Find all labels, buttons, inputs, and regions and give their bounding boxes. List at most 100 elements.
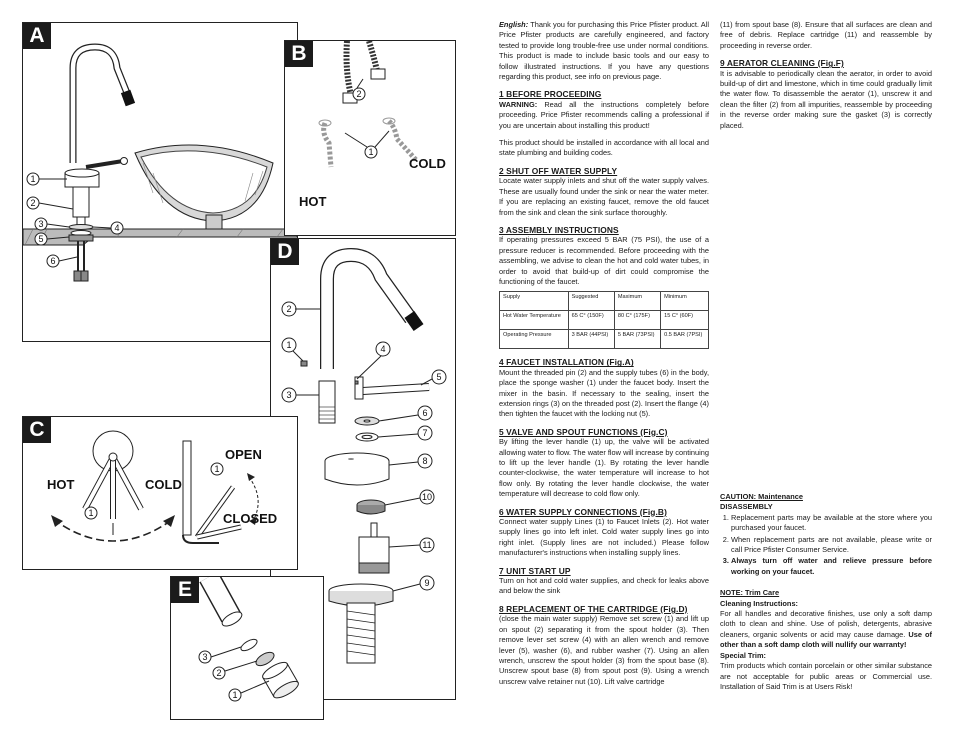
callout-d-4: 4	[380, 344, 385, 354]
intro-label: English:	[499, 20, 529, 29]
table-header: Minimum	[660, 291, 709, 312]
list-item: When replacement parts are not available…	[731, 535, 932, 556]
caution-title: CAUTION: Maintenance	[720, 492, 803, 501]
faucet-installation-drawing: 1 2 3 4 5 6	[23, 43, 297, 282]
section-7-title: 7 UNIT START UP	[499, 565, 571, 576]
callout-b-1: 1	[368, 147, 373, 157]
caution-list: Replacement parts may be available at th…	[720, 513, 932, 577]
callout-a-3: 3	[38, 219, 43, 229]
codes-paragraph: This product should be installed in acco…	[499, 138, 709, 158]
callout-a-6: 6	[50, 256, 55, 266]
section-8-text: (close the main water supply) Remove set…	[499, 614, 709, 686]
callout-a-5: 5	[38, 234, 43, 244]
section-4-title: 4 FAUCET INSTALLATION (Fig.A)	[499, 357, 634, 368]
hot-label-b: HOT	[299, 194, 327, 209]
section-6-text: Connect water supply Lines (1) to Faucet…	[499, 517, 709, 558]
callout-c-1a: 1	[88, 508, 93, 518]
section-2-title: 2 SHUT OFF WATER SUPPLY	[499, 165, 618, 176]
section-1-title: 1 BEFORE PROCEEDING	[499, 89, 602, 100]
callout-a-1: 1	[30, 174, 35, 184]
note-paragraph: For all handles and decorative finishes,…	[720, 609, 932, 651]
note-text: For all handles and decorative finishes,…	[720, 609, 932, 639]
callout-b-2: 2	[356, 89, 361, 99]
table-header-row: Supply Suggested Maximum Minimum	[499, 291, 709, 312]
table-cell: Operating Pressure	[499, 329, 569, 350]
special-trim-text: Trim products which contain porcelain or…	[720, 661, 932, 691]
closed-label: CLOSED	[223, 511, 277, 526]
section-9-text: It is advisable to periodically clean th…	[720, 68, 932, 130]
table-row: Hot Water Temperature 65 C° (150F) 80 C°…	[499, 310, 709, 331]
callout-a-4: 4	[114, 223, 119, 233]
section-2-text: Locate water supply inlets and shut off …	[499, 176, 709, 217]
table-header: Suggested	[567, 291, 615, 312]
caution-subtitle: DISASSEMBLY	[720, 502, 773, 512]
special-trim-title: Special Trim:	[720, 650, 767, 660]
cartridge-exploded-drawing: 2 1 4 3 5 6 7 8 10 11 9	[281, 247, 447, 664]
figure-a-label: A	[23, 23, 51, 49]
list-item: Always turn off water and relieve pressu…	[731, 556, 932, 577]
figure-a: A	[22, 22, 298, 342]
callout-e-3: 3	[202, 652, 207, 662]
figure-e: E 3 2 1	[170, 576, 324, 720]
section-7-text: Turn on hot and cold water supplies, and…	[499, 576, 709, 596]
cold-label-b: COLD	[409, 156, 446, 171]
callout-d-10: 10	[422, 492, 432, 502]
instructions-column-1: English: Thank you for purchasing this P…	[499, 20, 709, 694]
hot-label-c: HOT	[47, 477, 75, 492]
table-cell: 3 BAR (44PSI)	[567, 329, 615, 350]
table-cell: 80 C° (175F)	[613, 310, 662, 331]
warranty-warning: Use of other than a soft damp cloth will…	[720, 629, 932, 650]
section-3-text: If operating pressures exceed 5 BAR (75 …	[499, 235, 709, 286]
callout-a-2: 2	[30, 198, 35, 208]
figure-d-label: D	[271, 239, 299, 265]
spec-table: Supply Suggested Maximum Minimum Hot Wat…	[499, 291, 709, 350]
callout-e-2: 2	[216, 668, 221, 678]
callout-d-9: 9	[424, 578, 429, 588]
table-cell: 5 BAR (73PSI)	[613, 329, 662, 350]
section-5-title: 5 VALVE AND SPOUT FUNCTIONS (Fig.C)	[499, 426, 668, 437]
callout-e-1: 1	[232, 690, 237, 700]
table-cell: 0.5 BAR (7PSI)	[660, 329, 709, 350]
open-label: OPEN	[225, 447, 262, 462]
figure-c-label: C	[23, 417, 51, 443]
warning-label: WARNING:	[499, 99, 538, 109]
callout-d-7: 7	[422, 428, 427, 438]
note-title: NOTE: Trim Care	[720, 588, 780, 598]
instructions-column-2: (11) from spout base (8). Ensure that al…	[720, 20, 932, 138]
table-header: Maximum	[613, 291, 662, 312]
callout-d-2: 2	[286, 304, 291, 314]
callout-d-6: 6	[422, 408, 427, 418]
table-row: Operating Pressure 3 BAR (44PSI) 5 BAR (…	[499, 329, 709, 350]
table-cell: 15 C° (60F)	[660, 310, 709, 331]
table-cell: Hot Water Temperature	[499, 310, 569, 331]
callout-d-5: 5	[436, 372, 441, 382]
figure-c: C 1 1 HOT COLD OPEN CLOSED	[22, 416, 298, 570]
valve-function-drawing: 1 1 HOT COLD OPEN CLOSED	[47, 430, 277, 544]
callout-d-1: 1	[286, 340, 291, 350]
section-8-continued: (11) from spout base (8). Ensure that al…	[720, 20, 932, 50]
note-subtitle: Cleaning Instructions:	[720, 598, 799, 608]
table-header: Supply	[499, 291, 569, 312]
supply-lines-drawing: 2 1 HOT COLD	[299, 41, 446, 209]
maintenance-notes: CAUTION: Maintenance DISASSEMBLY Replace…	[720, 492, 932, 692]
cold-label-c: COLD	[145, 477, 182, 492]
figure-e-label: E	[171, 577, 199, 603]
section-4-text: Mount the threaded pin (2) and the suppl…	[499, 367, 709, 419]
intro-paragraph: English: Thank you for purchasing this P…	[499, 20, 709, 82]
figure-b-label: B	[285, 41, 313, 67]
warning-text: Read all the instructions completely bef…	[499, 99, 709, 130]
aerator-drawing: 3 2 1	[198, 577, 299, 702]
section-5-text: By lifting the lever handle (1) up, the …	[499, 437, 709, 499]
callout-d-8: 8	[422, 456, 427, 466]
table-cell: 65 C° (150F)	[567, 310, 615, 331]
section-3-title: 3 ASSEMBLY INSTRUCTIONS	[499, 224, 619, 235]
callout-d-3: 3	[286, 390, 291, 400]
figure-b: B 2 1 HOT COLD	[284, 40, 456, 236]
list-item: Replacement parts may be available at th…	[731, 513, 932, 534]
section-9-title: 9 AERATOR CLEANING (Fig.F)	[720, 58, 844, 69]
callout-d-11: 11	[422, 540, 431, 550]
section-8-title: 8 REPLACEMENT OF THE CARTRIDGE (Fig.D)	[499, 603, 688, 614]
section-6-title: 6 WATER SUPPLY CONNECTIONS (Fig.B)	[499, 506, 667, 517]
callout-c-1b: 1	[214, 464, 219, 474]
intro-text: Thank you for purchasing this Price Pfis…	[499, 20, 709, 82]
